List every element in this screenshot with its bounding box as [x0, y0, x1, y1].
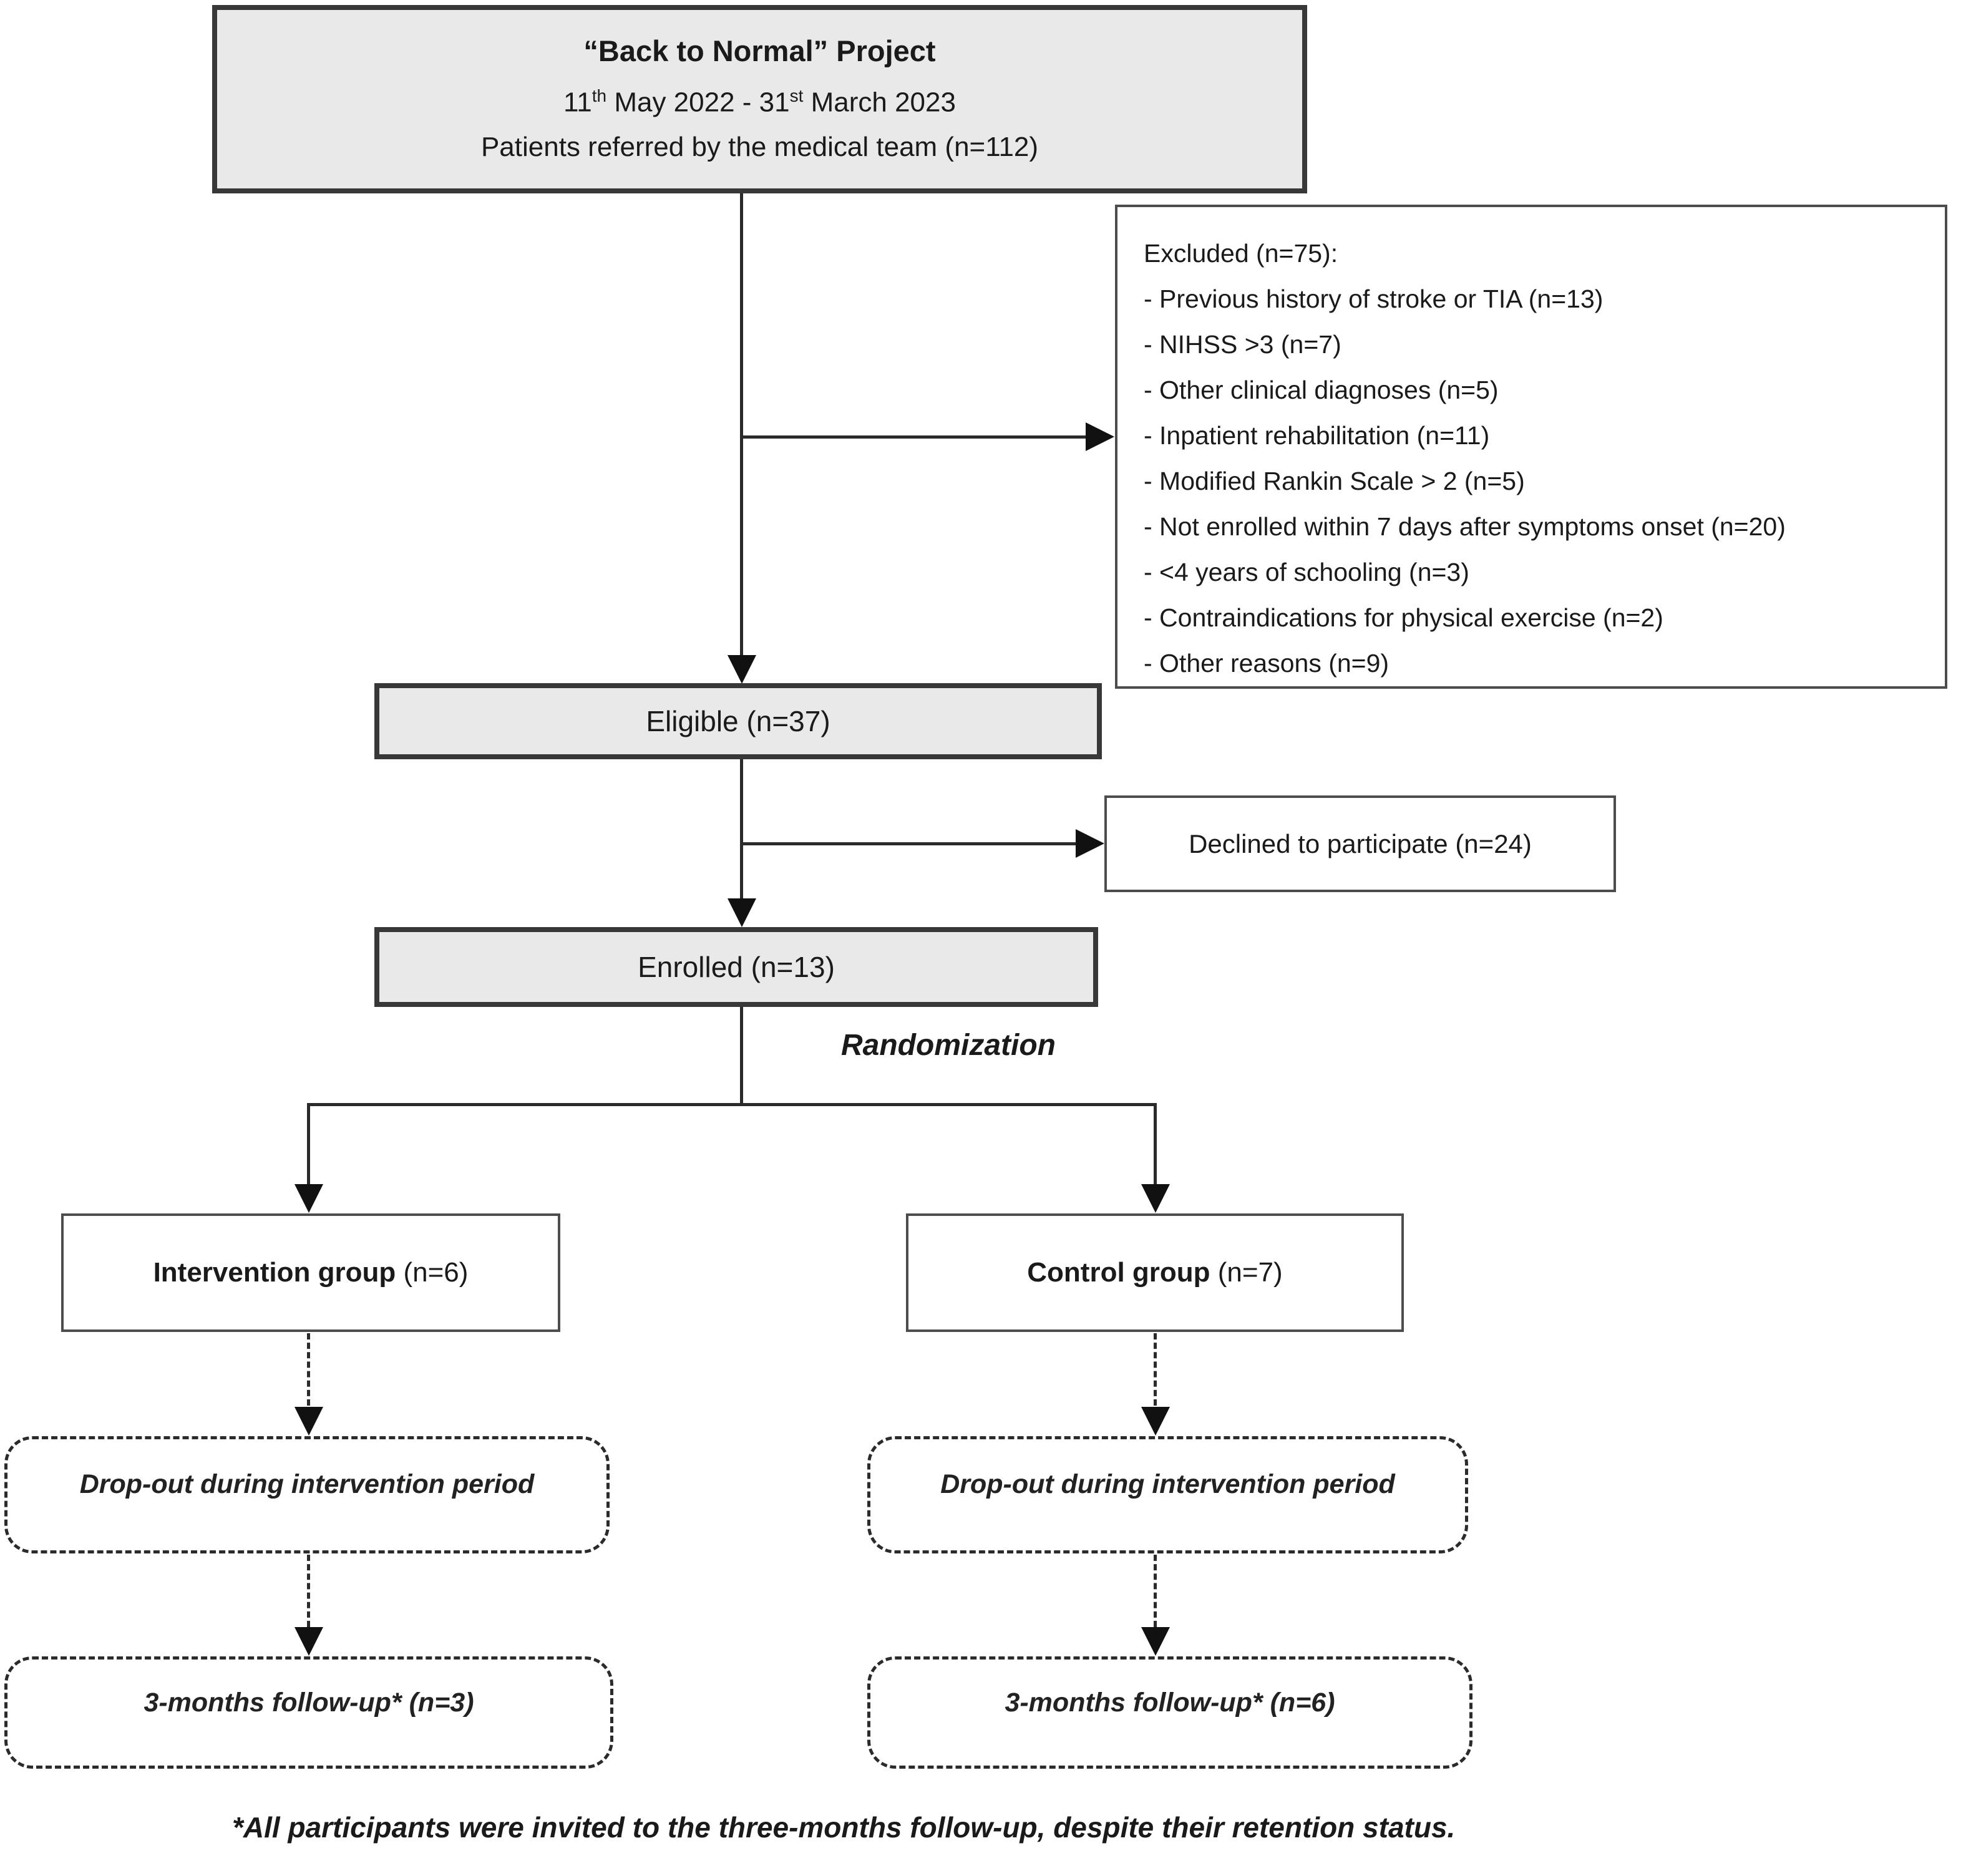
split-horizontal-line — [307, 1103, 1157, 1106]
followup-control-label: 3-months follow-up* (n=6) — [1005, 1688, 1335, 1718]
control-group-box: Control group (n=7) — [906, 1213, 1404, 1332]
excluded-box: Excluded (n=75): - Previous history of s… — [1115, 205, 1947, 689]
arrowhead-followup-left — [294, 1627, 323, 1656]
arrowhead-intervention — [294, 1184, 323, 1213]
project-dates: 11th May 2022 - 31st March 2023 — [563, 85, 956, 118]
excluded-item: - Other reasons (n=9) — [1144, 649, 1390, 678]
split-right-vline — [1154, 1103, 1157, 1185]
arrowhead-excluded — [1086, 422, 1114, 451]
excluded-title: Excluded (n=75): — [1144, 239, 1338, 268]
excluded-item: - Inpatient rehabilitation (n=11) — [1144, 421, 1490, 450]
project-title: “Back to Normal” Project — [583, 34, 936, 67]
randomization-label: Randomization — [841, 1029, 1056, 1062]
footnote: *All participants were invited to the th… — [232, 1811, 1456, 1844]
excluded-item: - Modified Rankin Scale > 2 (n=5) — [1144, 467, 1525, 495]
arrowhead-enrolled — [728, 898, 756, 927]
excluded-item: - <4 years of schooling (n=3) — [1144, 558, 1469, 586]
dashed-connector-dropout-followup-left — [307, 1555, 310, 1627]
dropout-control-label: Drop-out during intervention period — [940, 1469, 1395, 1499]
excluded-item: - NIHSS >3 (n=7) — [1144, 330, 1341, 359]
arrowhead-dropout-right — [1141, 1407, 1170, 1436]
enrolled-box: Enrolled (n=13) — [374, 927, 1098, 1007]
dashed-connector-control-dropout — [1154, 1333, 1157, 1406]
arrowhead-control — [1141, 1184, 1170, 1213]
control-group-label: Control group (n=7) — [1027, 1257, 1283, 1288]
intervention-group-box: Intervention group (n=6) — [61, 1213, 560, 1332]
excluded-item: - Previous history of stroke or TIA (n=1… — [1144, 284, 1604, 313]
intervention-group-label: Intervention group (n=6) — [153, 1257, 469, 1288]
enrolled-label: Enrolled (n=13) — [638, 951, 835, 983]
eligible-box: Eligible (n=37) — [374, 683, 1102, 759]
dropout-intervention-box: Drop-out during intervention period — [4, 1436, 610, 1553]
excluded-item: - Not enrolled within 7 days after sympt… — [1144, 512, 1786, 541]
project-title-box: “Back to Normal” Project 11th May 2022 -… — [212, 5, 1307, 193]
connector-eligible-to-enrolled — [740, 759, 743, 900]
split-left-vline — [307, 1103, 310, 1185]
dropout-control-box: Drop-out during intervention period — [867, 1436, 1468, 1553]
connector-top-to-eligible — [740, 193, 743, 658]
followup-intervention-label: 3-months follow-up* (n=3) — [144, 1688, 474, 1718]
excluded-item: - Contraindications for physical exercis… — [1144, 603, 1663, 632]
excluded-item: - Other clinical diagnoses (n=5) — [1144, 376, 1499, 404]
dashed-connector-dropout-followup-right — [1154, 1555, 1157, 1627]
arrowhead-dropout-left — [294, 1407, 323, 1436]
declined-box: Declined to participate (n=24) — [1104, 795, 1616, 892]
followup-control-box: 3-months follow-up* (n=6) — [867, 1656, 1472, 1769]
dashed-connector-intervention-dropout — [307, 1333, 310, 1406]
eligible-label: Eligible (n=37) — [646, 705, 830, 737]
arrowhead-eligible — [728, 655, 756, 684]
dropout-intervention-label: Drop-out during intervention period — [79, 1469, 535, 1499]
project-referred: Patients referred by the medical team (n… — [480, 132, 1039, 163]
followup-intervention-box: 3-months follow-up* (n=3) — [4, 1656, 613, 1769]
arrowhead-followup-right — [1141, 1627, 1170, 1656]
connector-to-declined — [741, 842, 1076, 845]
connector-enrolled-to-split — [740, 1007, 743, 1106]
declined-label: Declined to participate (n=24) — [1189, 829, 1532, 858]
connector-to-excluded — [741, 435, 1086, 439]
arrowhead-declined — [1076, 829, 1104, 858]
